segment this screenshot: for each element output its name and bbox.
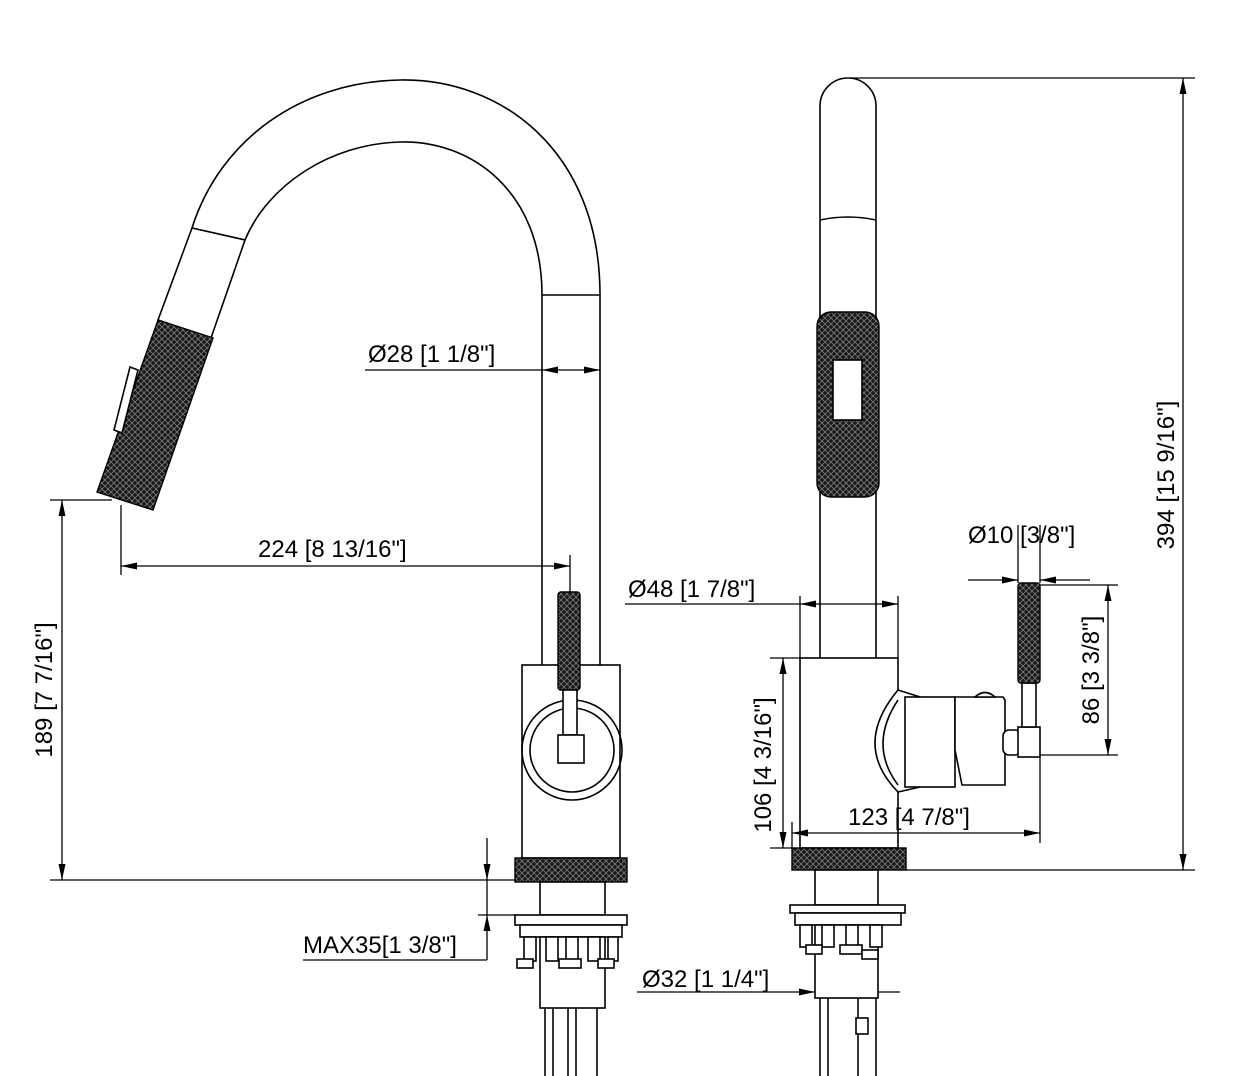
front-mounting-washer — [794, 912, 902, 926]
spray-head-knurled-grip — [96, 319, 214, 511]
dimension-reach: 224 [8 13/16"] — [120, 505, 571, 592]
dimension-handle-diameter: Ø10 [3/8"] — [968, 522, 1090, 584]
front-mounting-plate — [789, 904, 906, 914]
side-mounting-bolts — [516, 936, 619, 969]
front-lever-housing — [954, 696, 1006, 786]
dimension-body-diameter: Ø48 [1 7/8"] — [625, 576, 899, 658]
label-spout-height: 189 [7 7/16"] — [31, 622, 58, 757]
label-shank-diameter: Ø32 [1 1/4"] — [642, 966, 769, 993]
label-total-height: 394 [15 9/16"] — [1153, 401, 1180, 550]
label-spout-diameter: Ø28 [1 1/8"] — [368, 341, 495, 368]
front-lever-cylinder — [904, 696, 956, 788]
dimension-body-height: 106 [4 3/16"] — [750, 657, 800, 849]
spray-head-body — [156, 227, 247, 340]
spray-head-button — [113, 365, 139, 435]
side-shank-upper — [539, 881, 606, 916]
front-handle-knurled-lever — [1017, 582, 1041, 684]
dimension-spout-diameter: Ø28 [1 1/8"] — [365, 341, 600, 374]
front-mounting-bolts — [799, 924, 883, 960]
dimension-handle-height: 86 [3 3/8"] — [1040, 584, 1118, 756]
front-lever-collar-curve — [882, 699, 899, 786]
side-base-ring — [514, 857, 628, 883]
gooseneck-inner-edge — [244, 141, 543, 665]
label-body-diameter: Ø48 [1 7/8"] — [628, 576, 755, 603]
front-handle-stem — [1021, 682, 1037, 728]
label-reach: 224 [8 13/16"] — [258, 536, 407, 563]
side-mounting-washer — [519, 924, 623, 938]
front-spray-button-window — [832, 359, 863, 421]
side-handle-stem — [562, 689, 578, 736]
front-view — [789, 77, 1041, 1076]
front-spout-joint-line — [819, 216, 877, 221]
dimension-spout-height: 189 [7 7/16"] — [31, 499, 515, 881]
front-lever-pivot — [1017, 726, 1041, 758]
front-base-ring — [791, 847, 907, 871]
label-handle-diameter: Ø10 [3/8"] — [968, 522, 1075, 549]
side-view — [96, 79, 628, 1076]
side-supply-hoses — [544, 1008, 598, 1076]
dimension-shank-diameter: Ø32 [1 1/4"] — [637, 966, 900, 996]
gooseneck-outer-edge — [191, 79, 601, 665]
label-body-depth: 123 [4 7/8"] — [848, 804, 970, 831]
front-lever-screw — [972, 691, 998, 698]
label-max-deck: MAX35[1 3/8"] — [303, 932, 457, 959]
side-handle-base — [557, 734, 585, 764]
label-handle-height: 86 [3 3/8"] — [1078, 616, 1105, 725]
dimension-body-depth: 123 [4 7/8"] — [791, 757, 1041, 848]
dimension-max-deck: MAX35[1 3/8"] — [303, 838, 515, 961]
front-supply-hoses — [819, 998, 877, 1076]
front-shank-upper — [814, 869, 879, 906]
label-body-height: 106 [4 3/16"] — [750, 697, 777, 832]
dimension-total-height: 394 [15 9/16"] — [850, 77, 1195, 871]
side-mounting-plate — [514, 914, 628, 926]
side-handle-knurled-lever — [557, 591, 581, 691]
